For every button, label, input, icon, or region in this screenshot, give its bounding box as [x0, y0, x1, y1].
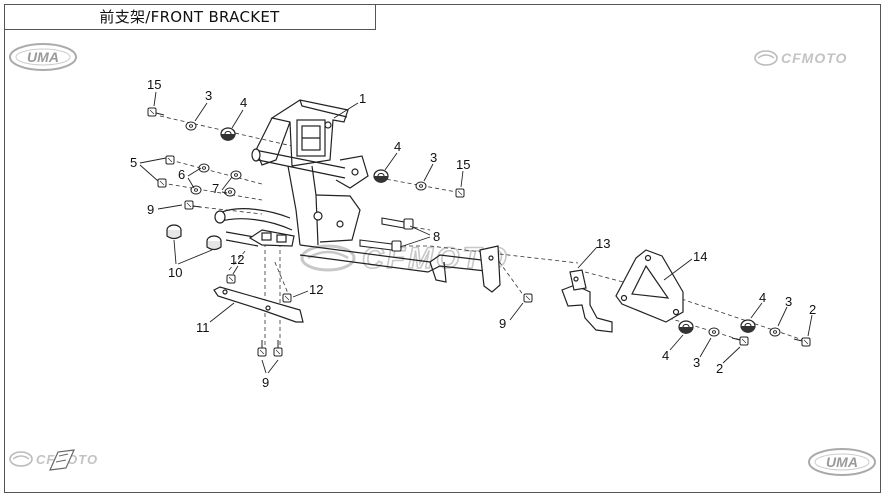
spacer-10-icon	[206, 235, 222, 251]
cfmoto-logo-text: CFMOTO	[781, 50, 847, 66]
callout-label: 4	[759, 290, 766, 305]
washer-7-icon	[230, 170, 242, 180]
part-13-bracket	[561, 269, 613, 333]
callout-label: 3	[785, 294, 792, 309]
diagram-frame	[4, 4, 881, 493]
bolt-2-icon	[731, 336, 749, 346]
callout-label: 2	[716, 361, 723, 376]
leader-lines	[139, 91, 813, 374]
washer-3-icon	[415, 181, 427, 191]
uma-logo-text: UMA	[826, 454, 858, 470]
uma-logo-text: UMA	[27, 49, 59, 65]
bushing-4-icon	[373, 169, 389, 184]
bushing-4-icon	[740, 319, 756, 334]
bolt-9-icon	[184, 200, 202, 210]
callout-label: 9	[262, 375, 269, 390]
callout-label: 4	[662, 348, 669, 363]
bolt-12-icon	[282, 293, 292, 303]
nut-5-icon	[165, 155, 175, 165]
callout-label: 1	[359, 91, 366, 106]
callout-label: 4	[394, 139, 401, 154]
callout-label: 9	[499, 316, 506, 331]
cfmoto-emblem-icon	[49, 449, 75, 471]
callout-label: 15	[147, 77, 161, 92]
assembly-guide-lines	[159, 115, 807, 346]
part-14-triangle-bracket	[615, 249, 684, 323]
spacer-10-icon	[166, 224, 182, 240]
title-box: 前支架/FRONT BRACKET	[4, 4, 376, 30]
uma-logo-icon: UMA	[808, 448, 876, 476]
bolt-9-icon	[273, 340, 283, 357]
washer-6-icon	[190, 185, 202, 195]
washer-7-icon	[224, 187, 236, 197]
callout-label: 12	[309, 282, 323, 297]
callout-labels: 15 3 4 1 5 6 7 9 4 3 15 8 10 12 12 11 9 …	[130, 77, 816, 390]
callout-label: 11	[196, 320, 210, 335]
callout-label: 5	[130, 155, 137, 170]
callout-label: 6	[178, 167, 185, 182]
page-title: 前支架/FRONT BRACKET	[99, 8, 280, 26]
callout-label: 7	[212, 181, 219, 196]
callout-label: 4	[240, 95, 247, 110]
nut-9-icon	[523, 293, 533, 303]
washer-3-icon	[185, 121, 197, 131]
callout-label: 3	[430, 150, 437, 165]
bushing-4-icon	[678, 320, 694, 335]
callout-label: 10	[168, 265, 182, 280]
callout-label: 12	[230, 252, 244, 267]
callout-label: 13	[596, 236, 610, 251]
cfmoto-logo-icon: CFMOTO	[754, 50, 847, 66]
bolt-9-icon	[257, 340, 267, 357]
part-11-lower-plate	[213, 286, 304, 323]
callout-label: 3	[693, 355, 700, 370]
callout-label: 15	[456, 157, 470, 172]
hardware	[147, 107, 811, 357]
bushing-4-icon	[220, 127, 236, 142]
uma-logo-icon: UMA	[9, 43, 77, 71]
bolt-2-icon	[793, 337, 811, 347]
callout-label: 3	[205, 88, 212, 103]
front-bracket-main-frame	[214, 99, 501, 293]
bolt-15-icon	[455, 188, 465, 198]
nut-5-icon	[157, 178, 167, 188]
callout-label: 14	[693, 249, 707, 264]
callout-label: 9	[147, 202, 154, 217]
bolt-12-icon	[226, 274, 236, 284]
callout-label: 2	[809, 302, 816, 317]
bolt-15-icon	[147, 107, 165, 117]
callout-label: 8	[433, 229, 440, 244]
washer-3-icon	[769, 327, 781, 337]
washer-3-icon	[708, 327, 720, 337]
